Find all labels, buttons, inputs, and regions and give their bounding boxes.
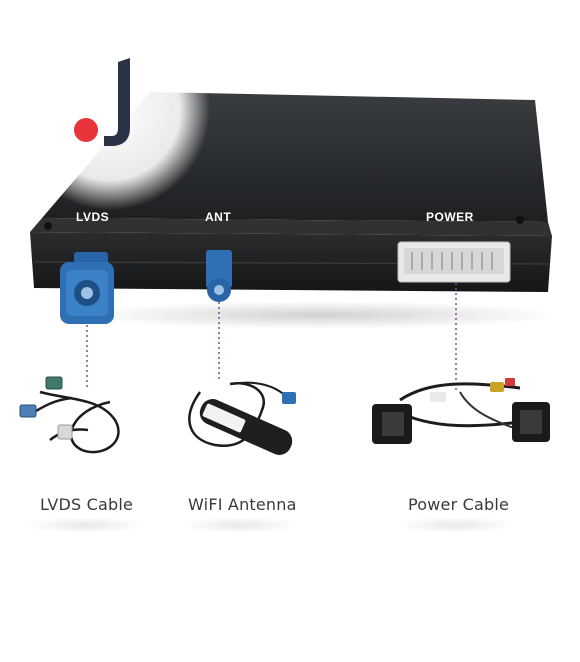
lvds-cable bbox=[19, 376, 120, 454]
lvds-connector bbox=[60, 252, 114, 324]
caption-lvds-cable: LVDS Cable bbox=[40, 495, 134, 514]
power-cable bbox=[372, 378, 550, 444]
caption-power-cable: Power Cable bbox=[408, 495, 510, 514]
logo-mark bbox=[74, 58, 130, 146]
power-connector bbox=[397, 241, 511, 283]
wifi-antenna bbox=[188, 381, 296, 455]
port-label-ant: ANT bbox=[205, 210, 232, 224]
port-label-power: POWER bbox=[426, 210, 474, 224]
port-label-lvds: LVDS bbox=[76, 210, 110, 224]
box-shadow bbox=[80, 301, 560, 329]
logo-glow bbox=[10, 10, 210, 210]
screw bbox=[44, 222, 52, 230]
ant-connector bbox=[206, 250, 232, 302]
screw bbox=[516, 216, 524, 224]
guide-lines bbox=[86, 283, 457, 392]
caption-wifi-antenna: WiFI Antenna bbox=[188, 495, 297, 514]
